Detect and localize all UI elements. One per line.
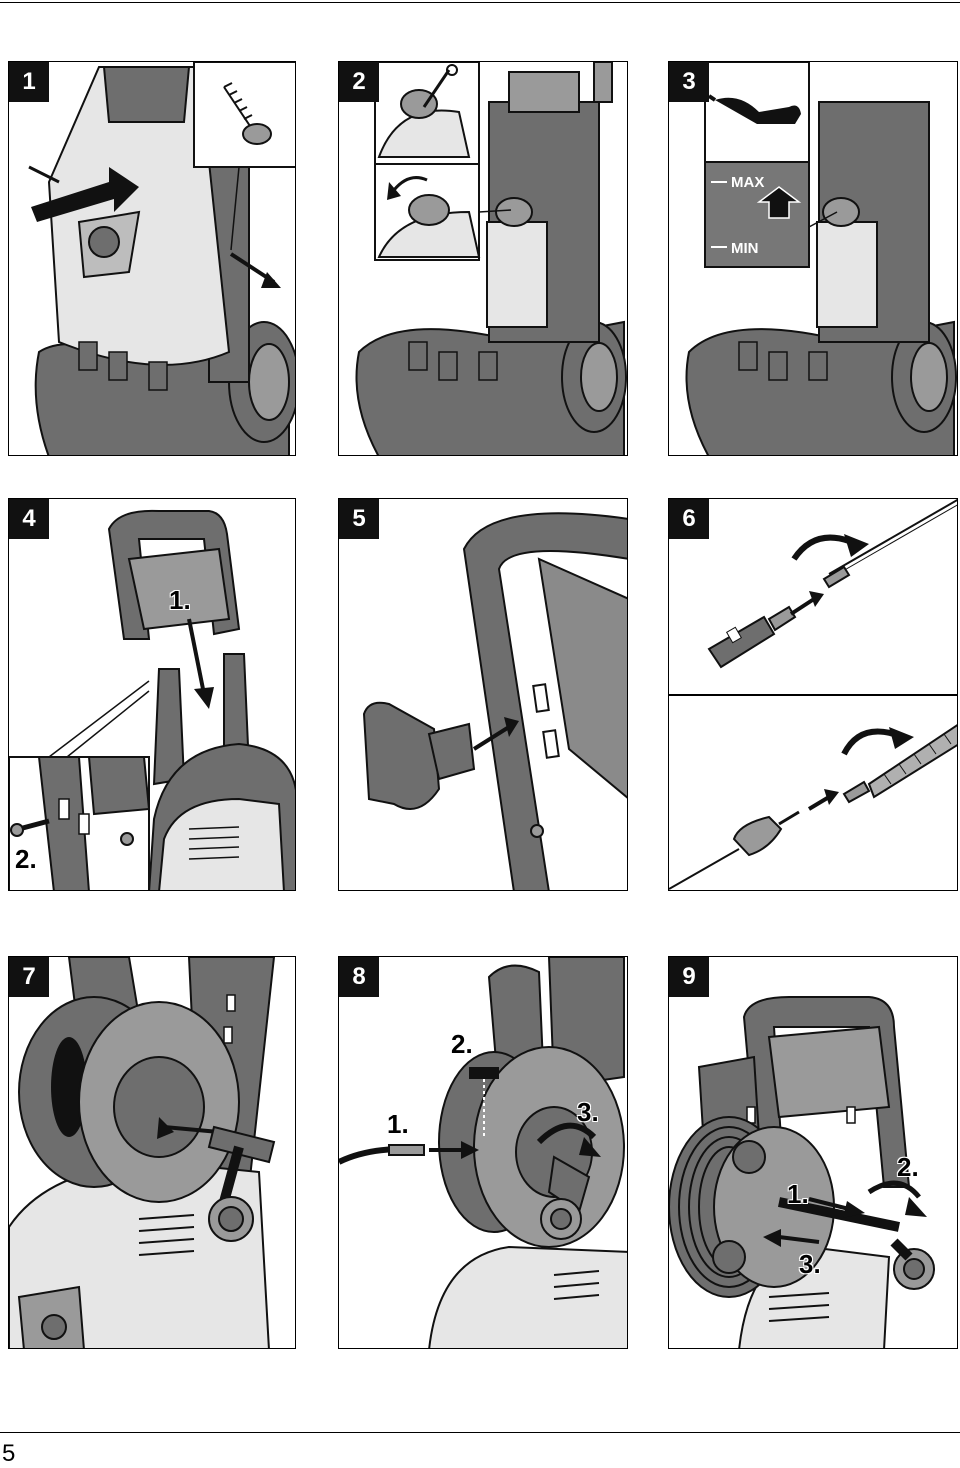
illustration-crank-remove bbox=[669, 996, 935, 1348]
bottom-rule bbox=[0, 1432, 960, 1433]
panel-4: 4 1. 2. bbox=[8, 498, 296, 891]
panel-number: 4 bbox=[9, 499, 49, 539]
page-number: 5 bbox=[2, 1440, 16, 1467]
step-label-2: 2. bbox=[897, 1152, 919, 1182]
illustration-oil-cap bbox=[355, 62, 627, 455]
illustration-remove-cover bbox=[28, 62, 295, 455]
illustration-hook-mount bbox=[362, 512, 627, 890]
panel-5: 5 bbox=[338, 498, 628, 891]
panel-number: 3 bbox=[669, 62, 709, 102]
panel-6: 6 bbox=[668, 498, 958, 891]
min-label: MIN bbox=[731, 240, 759, 257]
panel-7: 7 bbox=[8, 956, 296, 1349]
top-rule bbox=[0, 2, 960, 3]
illustration-hose-reel-crank bbox=[9, 957, 276, 1348]
step-label-2: 2. bbox=[15, 844, 37, 874]
panel-number: 5 bbox=[339, 499, 379, 539]
panel-number: 6 bbox=[669, 499, 709, 539]
panel-number: 7 bbox=[9, 957, 49, 997]
step-label-3: 3. bbox=[799, 1249, 821, 1279]
illustration-oil-level bbox=[685, 62, 957, 455]
panel-number: 1 bbox=[9, 62, 49, 102]
step-label-1: 1. bbox=[387, 1109, 409, 1139]
panel-number: 2 bbox=[339, 62, 379, 102]
panel-2: 2 bbox=[338, 61, 628, 456]
step-label-2: 2. bbox=[451, 1029, 473, 1059]
panel-number: 8 bbox=[339, 957, 379, 997]
panel-9: 9 1. 2. 3. bbox=[668, 956, 958, 1349]
panel-number: 9 bbox=[669, 957, 709, 997]
step-label-3: 3. bbox=[577, 1097, 599, 1127]
panel-1: 1 bbox=[8, 61, 296, 456]
panel-6-divider bbox=[669, 694, 957, 696]
panel-8: 8 1. 2. 3. bbox=[338, 956, 628, 1349]
illustration-handle-mount bbox=[9, 509, 295, 890]
illustration-nozzle-attach bbox=[669, 499, 957, 890]
panel-3: 3 MAX MIN bbox=[668, 61, 958, 456]
step-label-1: 1. bbox=[169, 585, 191, 615]
illustration-hose-connect-reel bbox=[339, 957, 627, 1348]
step-label-1: 1. bbox=[787, 1179, 809, 1209]
max-label: MAX bbox=[731, 174, 765, 191]
